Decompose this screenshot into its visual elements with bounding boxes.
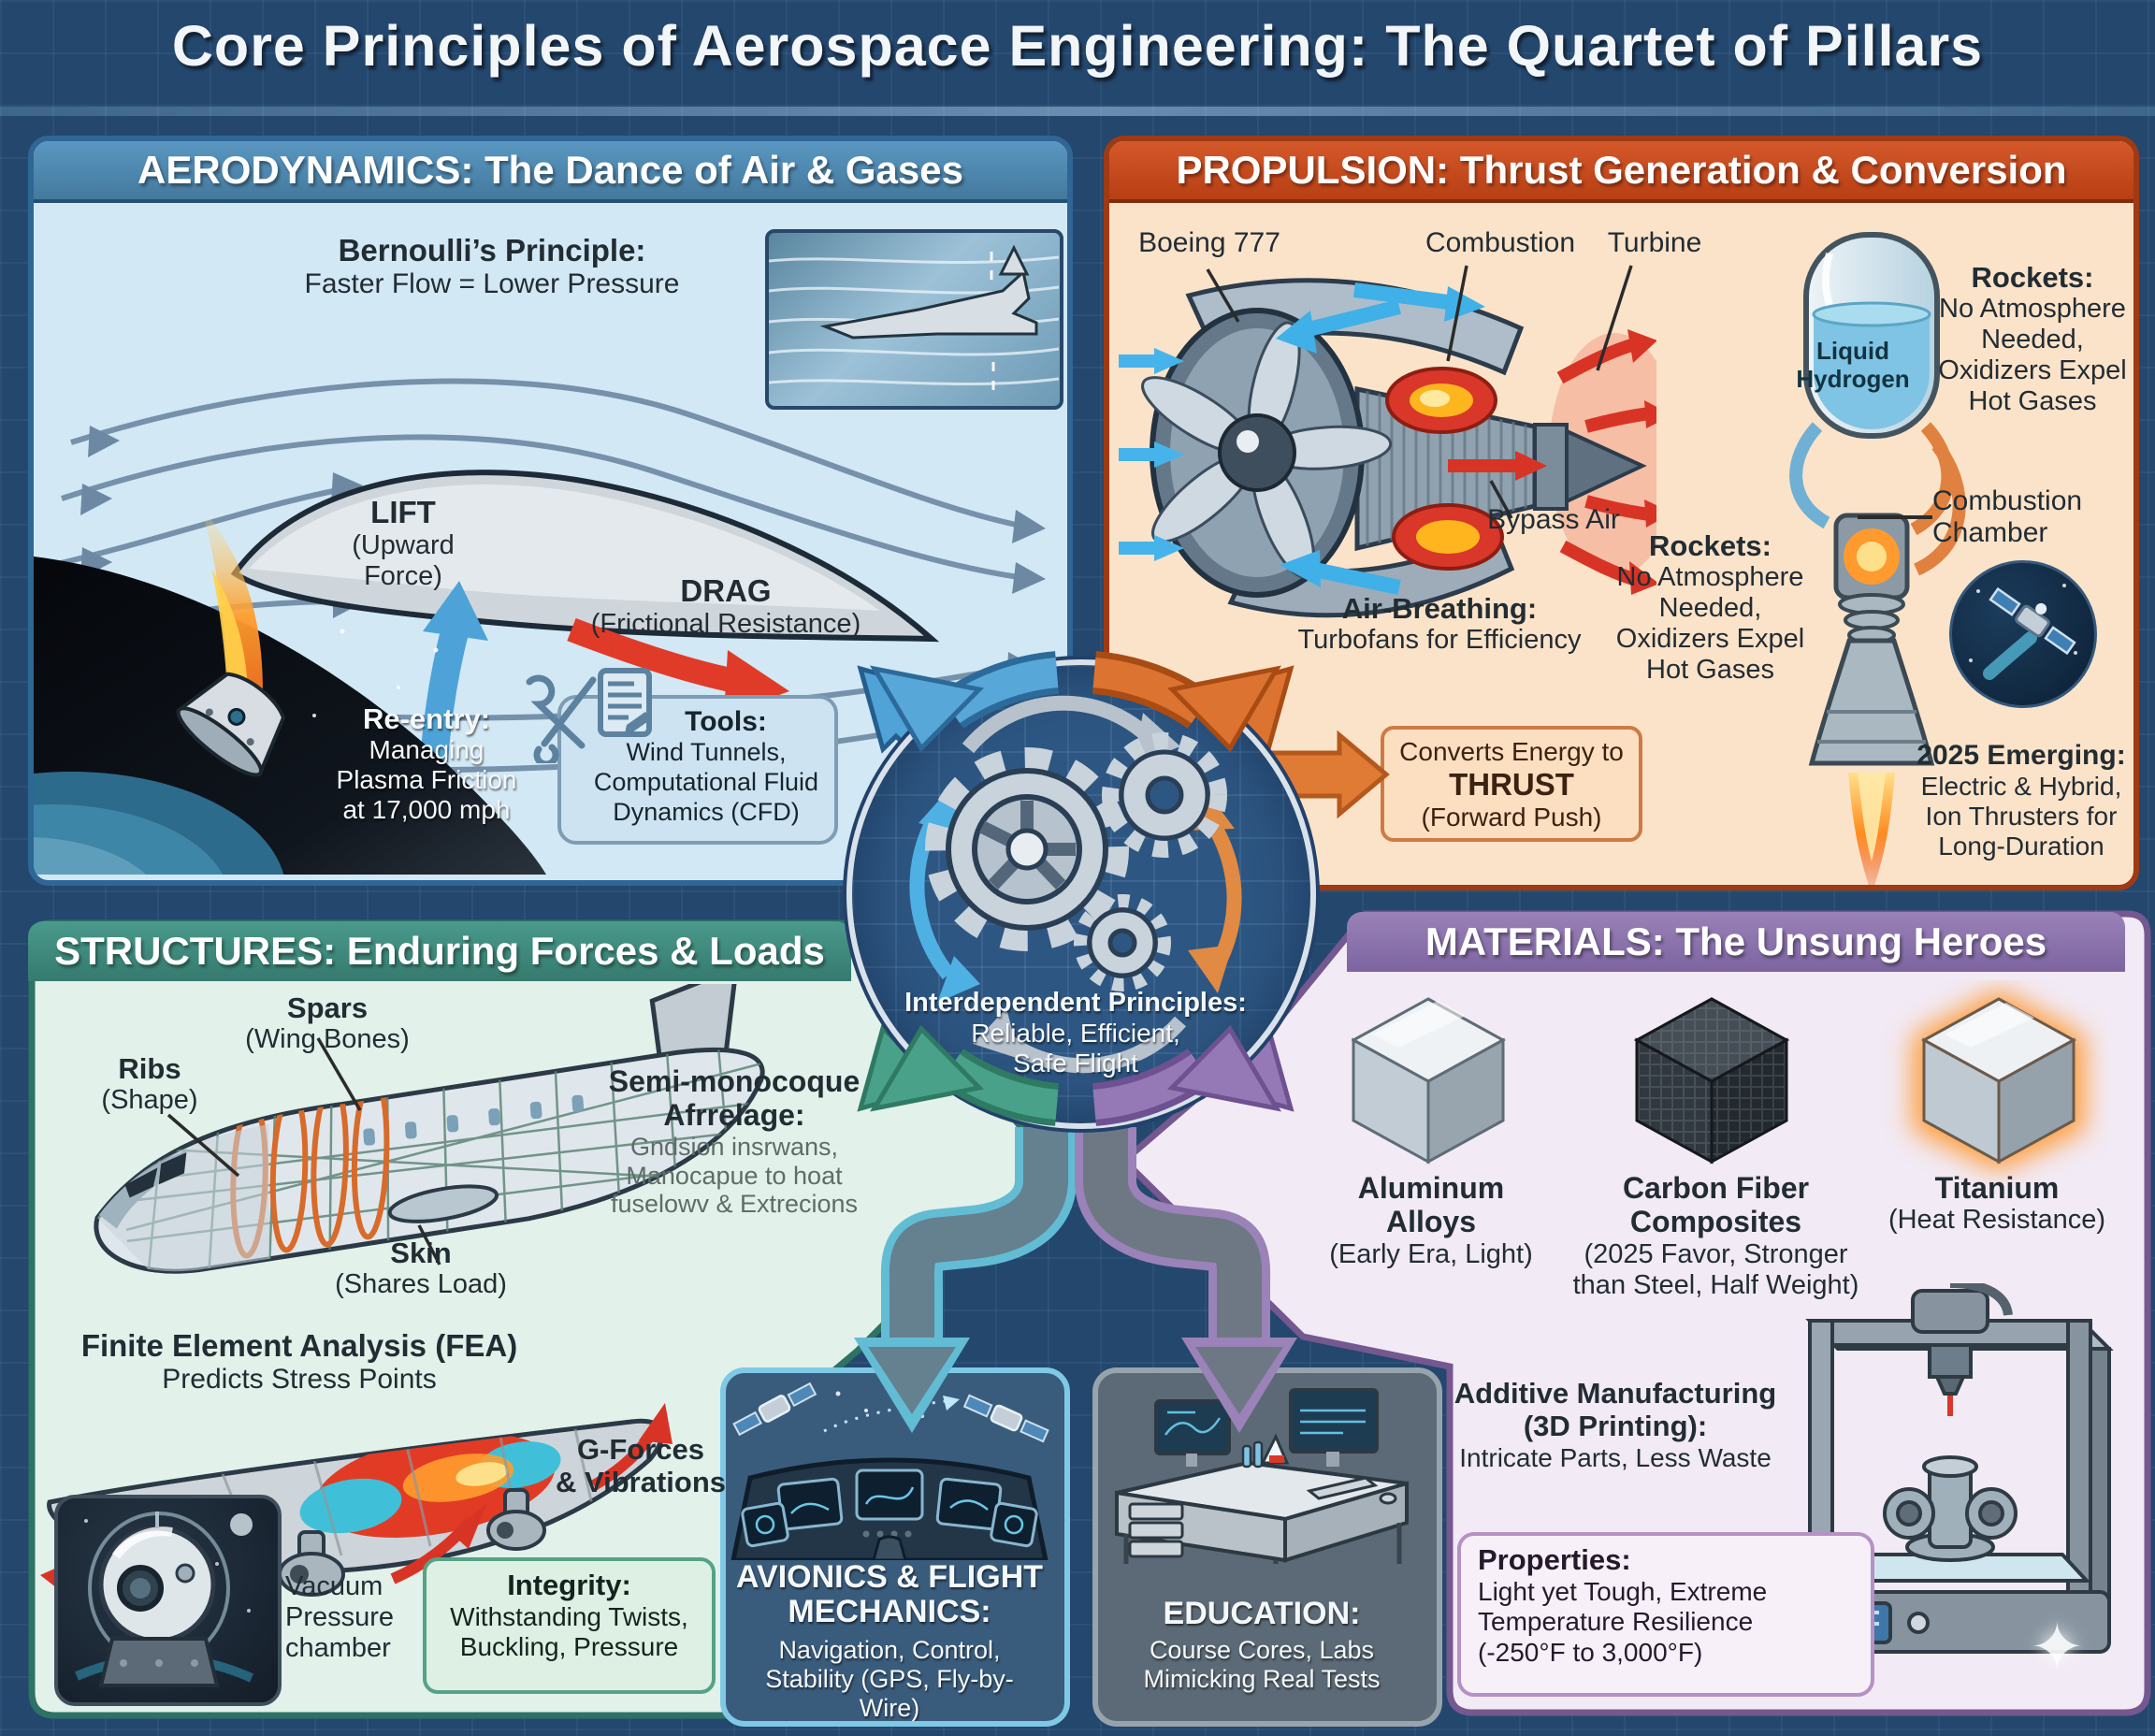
airfoil-diagram — [56, 378, 1046, 774]
thrust-box: Converts Energy to THRUST (Forward Push) — [1381, 726, 1642, 842]
emerging-label: 2025 Emerging: Electric & Hybrid, Ion Th… — [1916, 740, 2126, 861]
reentry-title: Re-entry: — [362, 702, 491, 735]
carbon-cube-icon — [1633, 997, 1790, 1165]
lift-label: LIFT (Upward Force) — [314, 495, 492, 592]
satellite-icon — [1969, 584, 2077, 680]
page-title: Core Principles of Aerospace Engineering… — [171, 14, 1984, 78]
ribs-label: Ribs (Shape) — [101, 1052, 198, 1116]
aluminum-label: Aluminum Alloys (Early Era, Light) — [1329, 1171, 1533, 1269]
titanium-cube-icon — [1913, 990, 2085, 1171]
structures-header: STRUCTURES: Enduring Forces & Loads — [28, 921, 851, 981]
rockets-right-label: Rockets: No Atmosphere Needed, Oxidizers… — [1938, 261, 2127, 417]
lift-title: LIFT — [370, 495, 436, 529]
fuselage-cutaway-diagram — [94, 984, 774, 1278]
bernoulli-label: Bernoulli’s Principle: Faster Flow = Low… — [272, 233, 712, 300]
rocket-engine-diagram — [1789, 232, 1966, 885]
additive-label: Additive Manufacturing (3D Printing): In… — [1454, 1377, 1777, 1472]
avionics-panel: AVIONICS & FLIGHT MECHANICS: Navigation,… — [720, 1367, 1070, 1727]
sparkle-icon: ✦ — [2030, 1611, 2085, 1684]
bypass-air-label: Bypass Air — [1487, 504, 1620, 535]
education-panel: EDUCATION: Course Cores, Labs Mimicking … — [1092, 1367, 1442, 1727]
drag-subtitle: (Frictional Resistance) — [590, 608, 861, 639]
tools-title: Tools: — [685, 706, 767, 737]
carbon-label: Carbon Fiber Composites (2025 Favor, Str… — [1572, 1171, 1859, 1300]
avionics-cockpit-icon — [730, 1382, 1049, 1560]
education-lab-icon — [1115, 1388, 1409, 1564]
wind-tunnel-inset — [765, 229, 1063, 410]
thrust-line2: THRUST — [1449, 767, 1574, 802]
title-separator — [0, 107, 2155, 116]
combustion-label: Combustion — [1425, 227, 1576, 258]
thrust-line1: Converts Energy to — [1399, 737, 1624, 766]
properties-box: Properties: Light yet Tough, Extreme Tem… — [1457, 1532, 1874, 1697]
drag-label: DRAG (Frictional Resistance) — [571, 573, 880, 640]
tools-subtitle: Wind Tunnels, Computational Fluid Dynami… — [593, 738, 819, 826]
skin-label: Skin (Shares Load) — [335, 1237, 507, 1300]
integrity-box: Integrity: Withstanding Twists, Buckling… — [423, 1557, 716, 1694]
spars-label: Spars (Wing Bones) — [245, 991, 410, 1055]
turbine-label: Turbine — [1607, 227, 1702, 258]
titanium-label: Titanium (Heat Resistance) — [1887, 1171, 2106, 1236]
propulsion-header: PROPULSION: Thrust Generation & Conversi… — [1109, 141, 2133, 203]
hub-label: Interdependent Principles: Reliable, Eff… — [904, 988, 1247, 1078]
air-breathing-label: Air-Breathing: Turbofans for Efficiency — [1297, 592, 1582, 656]
combustion-chamber-label: Combustion Chamber — [1932, 485, 2083, 549]
ion-thruster-emblem — [1949, 560, 2097, 708]
material-cubes — [1352, 990, 2085, 1171]
reentry-capsule-scene — [34, 519, 546, 875]
chamber-leader-line — [1858, 515, 1932, 519]
propulsion-panel: PROPULSION: Thrust Generation & Conversi… — [1104, 136, 2139, 890]
wind-tunnel-jet-icon — [769, 244, 1060, 390]
aluminum-cube-icon — [1352, 997, 1507, 1165]
lift-subtitle: (Upward Force) — [352, 529, 455, 591]
reentry-label: Re-entry: Managing Plasma Friction at 17… — [333, 702, 520, 825]
reentry-subtitle: Managing Plasma Friction at 17,000 mph — [336, 735, 517, 825]
bernoulli-subtitle: Faster Flow = Lower Pressure — [304, 268, 680, 299]
vacuum-label: Vacuum Pressure chamber — [285, 1571, 395, 1664]
bernoulli-title: Bernoulli’s Principle: — [338, 233, 646, 268]
drag-title: DRAG — [680, 573, 772, 608]
pressure-sphere-icon — [75, 1512, 254, 1687]
gforces-label: G-Forces & Vibrations — [555, 1433, 727, 1499]
aerodynamics-header: AERODYNAMICS: The Dance of Air & Gases — [34, 141, 1067, 203]
avionics-label: AVIONICS & FLIGHT MECHANICS: Navigation,… — [735, 1559, 1044, 1722]
liquid-hydrogen-label: Liquid Hydrogen — [1796, 337, 1910, 393]
vacuum-chamber-image — [54, 1495, 282, 1706]
aerodynamics-panel: AERODYNAMICS: The Dance of Air & Gases — [28, 136, 1073, 886]
materials-header: MATERIALS: The Unsung Heroes — [1347, 912, 2125, 972]
rockets-mid-label: Rockets: No Atmosphere Needed, Oxidizers… — [1615, 529, 1805, 686]
semi-monocoque-label: Semi-monocoque Afrrelage: Gndsion insrwa… — [608, 1064, 861, 1219]
thrust-line3: (Forward Push) — [1421, 803, 1602, 832]
fea-label: Finite Element Analysis (FEA) Predicts S… — [80, 1328, 518, 1395]
turbofan-engine-diagram — [1119, 265, 1656, 618]
boeing-label: Boeing 777 — [1138, 227, 1280, 258]
wrench-document-icon — [526, 668, 652, 763]
education-label: EDUCATION: Course Cores, Labs Mimicking … — [1143, 1596, 1381, 1693]
